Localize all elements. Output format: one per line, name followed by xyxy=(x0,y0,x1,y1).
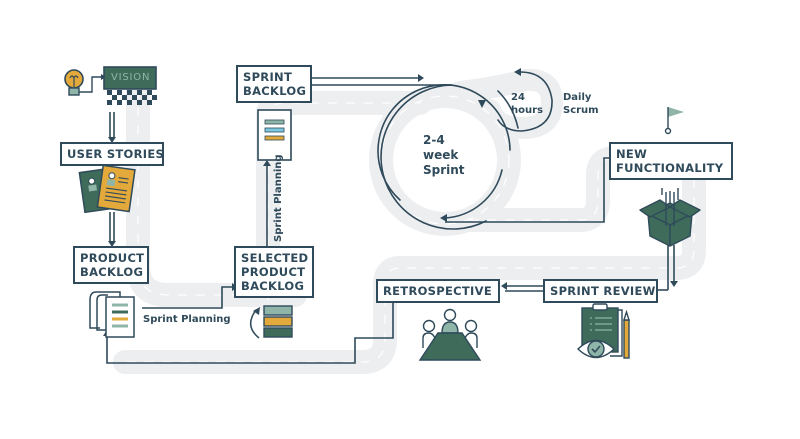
daily-scrum-line1: Daily xyxy=(563,92,592,103)
arrowhead xyxy=(418,74,424,82)
user-story-cards-icon xyxy=(78,164,136,214)
sprint-duration-line2: week xyxy=(423,148,459,162)
node-new-functionality-line1: NEW xyxy=(616,147,648,161)
node-selected-product-backlog-line1: SELECTED xyxy=(241,251,309,265)
vision-board-icon xyxy=(103,66,157,105)
node-retrospective: RETROSPECTIVE xyxy=(376,279,500,303)
sprint-duration-label: 2-4 week Sprint xyxy=(423,133,465,178)
arrowhead xyxy=(108,137,116,143)
daily-scrum-label: Daily Scrum xyxy=(563,91,599,117)
node-selected-product-backlog: SELECTED PRODUCT BACKLOG xyxy=(234,246,314,298)
daily-duration-line1: 24 xyxy=(511,92,525,103)
goal-flag-icon xyxy=(664,107,684,135)
daily-duration-line2: hours xyxy=(511,105,543,116)
node-sprint-review-label: SPRINT REVIEW xyxy=(550,284,656,298)
node-sprint-backlog: SPRINT BACKLOG xyxy=(236,65,312,103)
arrowhead xyxy=(263,160,271,166)
daily-duration-label: 24 hours xyxy=(511,91,543,117)
node-new-functionality: NEW FUNCTIONALITY xyxy=(609,142,733,180)
sprint-duration-line3: Sprint xyxy=(423,163,465,177)
team-meeting-icon xyxy=(418,308,482,361)
backlog-documents-icon xyxy=(89,291,135,338)
arrowhead xyxy=(670,281,678,287)
sprint-backlog-document-icon xyxy=(257,109,292,161)
node-selected-product-backlog-line2: PRODUCT xyxy=(241,265,306,279)
node-retrospective-label: RETROSPECTIVE xyxy=(383,284,492,298)
node-sprint-review: SPRINT REVIEW xyxy=(543,279,658,303)
vision-label: VISION xyxy=(111,72,151,83)
node-user-stories-label: USER STORIES xyxy=(67,147,165,161)
sprint-duration-line1: 2-4 xyxy=(423,133,445,147)
connectors xyxy=(106,77,675,364)
node-sprint-backlog-line1: SPRINT xyxy=(243,70,293,84)
sprint-cycle-icon xyxy=(377,84,519,230)
daily-scrum-line2: Scrum xyxy=(563,105,599,116)
lightbulb-icon xyxy=(64,69,106,96)
arrowhead xyxy=(108,241,116,247)
arrowhead xyxy=(501,282,507,290)
node-new-functionality-line2: FUNCTIONALITY xyxy=(616,161,724,175)
sprint-planning-vertical-label: Sprint Planning xyxy=(273,154,284,242)
sprint-planning-label: Sprint Planning xyxy=(143,314,231,325)
stacked-backlog-items-icon xyxy=(250,305,293,339)
node-sprint-backlog-line2: BACKLOG xyxy=(243,84,307,98)
daily-arrowhead xyxy=(514,68,521,76)
node-user-stories: USER STORIES xyxy=(60,142,164,166)
daily-scrum-loop-icon xyxy=(497,71,553,132)
node-product-backlog-line2: BACKLOG xyxy=(80,265,144,279)
node-product-backlog-line1: PRODUCT xyxy=(80,251,145,265)
node-product-backlog: PRODUCT BACKLOG xyxy=(73,246,149,284)
node-selected-product-backlog-line3: BACKLOG xyxy=(241,279,305,293)
sprint-arrowhead xyxy=(478,100,486,108)
sprint-arrowhead xyxy=(440,214,447,222)
review-checklist-eye-icon xyxy=(576,303,630,359)
open-box-icon xyxy=(639,188,701,247)
